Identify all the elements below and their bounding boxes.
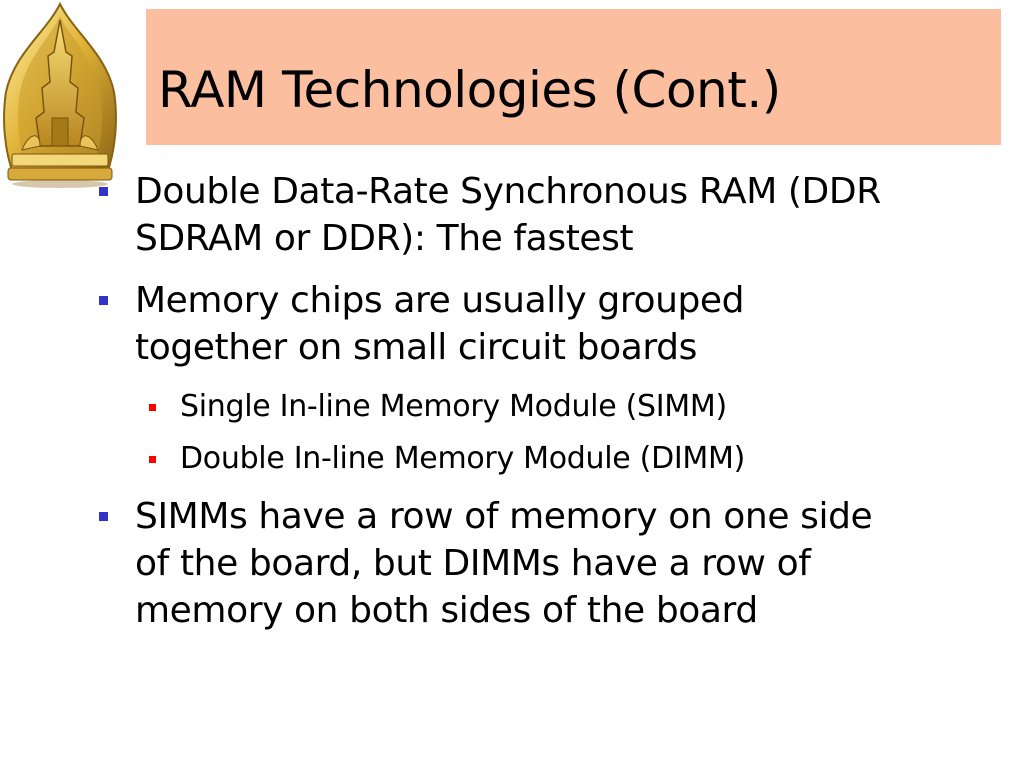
square-sub-bullet-icon [149,404,156,411]
square-bullet-icon [99,512,108,521]
title-band [146,9,1001,145]
bullet-line: SDRAM or DDR): The fastest [135,218,634,259]
bullet-line: Double Data-Rate Synchronous RAM (DDR [135,171,881,212]
bullet-item-memory-chips: Memory chips are usually grouped togethe… [99,277,1015,371]
gold-emblem-icon [3,1,117,188]
sub-bullet-line: Single In-line Memory Module (SIMM) [180,389,727,424]
bullet-line: Memory chips are usually grouped [135,280,745,321]
bullet-line: SIMMs have a row of memory on one side [135,496,873,537]
square-bullet-icon [99,296,108,305]
bullet-item-simms-vs-dimms: SIMMs have a row of memory on one side o… [99,493,1015,634]
square-bullet-icon [99,187,108,196]
slide-title: RAM Technologies (Cont.) [158,61,781,119]
bullet-item-ddr-sdram: Double Data-Rate Synchronous RAM (DDR SD… [99,168,1015,262]
bullet-line: memory on both sides of the board [135,590,758,631]
bullet-line: together on small circuit boards [135,327,697,368]
sub-bullet-line: Double In-line Memory Module (DIMM) [180,441,745,476]
sub-bullet-item-dimm: Double In-line Memory Module (DIMM) [149,439,1000,479]
square-sub-bullet-icon [149,456,156,463]
bullet-line: of the board, but DIMMs have a row of [135,543,811,584]
sub-bullet-item-simm: Single In-line Memory Module (SIMM) [149,387,1000,427]
